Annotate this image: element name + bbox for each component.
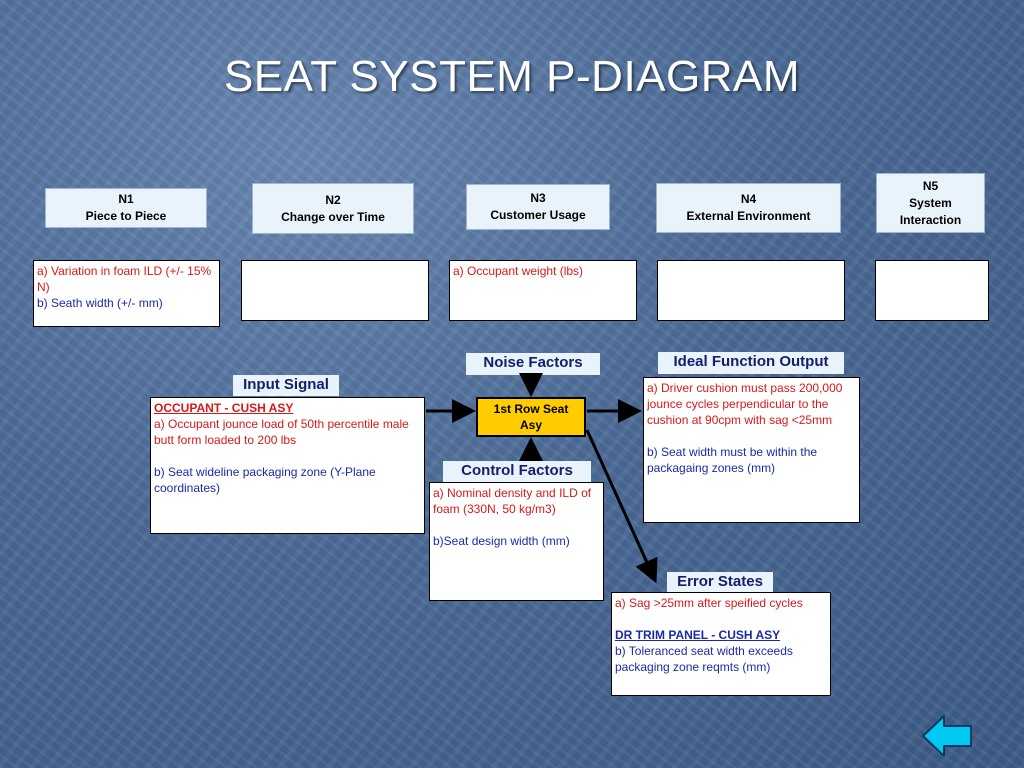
noise-label: Change over Time <box>281 209 385 224</box>
noise-n3-item-a: a) Occupant weight (lbs) <box>453 264 584 278</box>
arrow-system-to-error <box>585 429 658 584</box>
ideal-output-box: a) Driver cushion must pass 200,000 joun… <box>643 377 860 523</box>
noise-label-line1: System <box>909 195 952 210</box>
noise-label: External Environment <box>686 209 811 223</box>
noise-detail-n4 <box>657 260 845 321</box>
noise-detail-n1: a) Variation in foam ILD (+/- 15% N) b) … <box>33 260 220 327</box>
noise-detail-n3: a) Occupant weight (lbs) <box>449 260 637 321</box>
noise-detail-n5 <box>875 260 989 321</box>
noise-code: N3 <box>530 191 546 205</box>
control-factors-label: Control Factors <box>443 461 591 482</box>
noise-n1-item-a: a) Variation in foam ILD (+/- 15% N) <box>37 264 212 294</box>
noise-header-n5: N5 System Interaction <box>876 173 985 233</box>
noise-detail-n2 <box>241 260 429 321</box>
noise-label: Piece to Piece <box>85 209 167 223</box>
error-states-box: a) Sag >25mm after speified cycles DR TR… <box>611 592 831 696</box>
ideal-output-item-b: b) Seat width must be within the packaga… <box>647 445 818 475</box>
back-button[interactable] <box>920 712 974 765</box>
noise-header-n1: N1 Piece to Piece <box>45 188 207 228</box>
control-factors-box: a) Nominal density and ILD of foam (330N… <box>429 482 604 601</box>
control-factors-item-b: b)Seat design width (mm) <box>433 534 570 548</box>
system-line2: Asy <box>519 418 542 432</box>
system-line1: 1st Row Seat <box>493 402 569 416</box>
noise-header-n2: N2 Change over Time <box>252 183 414 234</box>
error-states-heading: DR TRIM PANEL - CUSH ASY <box>615 628 781 642</box>
noise-label: Customer Usage <box>490 208 586 222</box>
error-states-label: Error States <box>667 572 773 592</box>
noise-code: N2 <box>325 192 341 207</box>
input-signal-item-b: b) Seat wideline packaging zone (Y-Plane… <box>154 465 376 495</box>
noise-n1-item-b: b) Seath width (+/- mm) <box>37 296 163 310</box>
page-title: SEAT SYSTEM P-DIAGRAM <box>223 52 801 101</box>
noise-code: N5 <box>922 178 939 193</box>
input-signal-label: Input Signal <box>233 375 339 396</box>
ideal-function-output-label: Ideal Function Output <box>658 352 844 374</box>
input-signal-item-a: a) Occupant jounce load of 50th percenti… <box>154 417 409 447</box>
control-factors-item-a: a) Nominal density and ILD of foam (330N… <box>433 486 592 516</box>
noise-code: N4 <box>740 192 757 206</box>
noise-code: N1 <box>118 192 134 206</box>
back-arrow-icon <box>922 715 972 757</box>
ideal-output-item-a: a) Driver cushion must pass 200,000 joun… <box>647 381 843 427</box>
input-signal-heading: OCCUPANT - CUSH ASY <box>154 401 294 415</box>
input-signal-box: OCCUPANT - CUSH ASY a) Occupant jounce l… <box>150 397 425 534</box>
noise-header-n3: N3 Customer Usage <box>466 184 610 230</box>
error-states-item-a: a) Sag >25mm after speified cycles <box>615 596 803 610</box>
system-box: 1st Row Seat Asy <box>476 397 586 437</box>
noise-header-n4: N4 External Environment <box>656 183 841 233</box>
noise-label-line2: Interaction <box>899 212 962 227</box>
noise-factors-label: Noise Factors <box>466 353 600 375</box>
error-states-item-b: b) Toleranced seat width exceeds packagi… <box>615 644 793 674</box>
